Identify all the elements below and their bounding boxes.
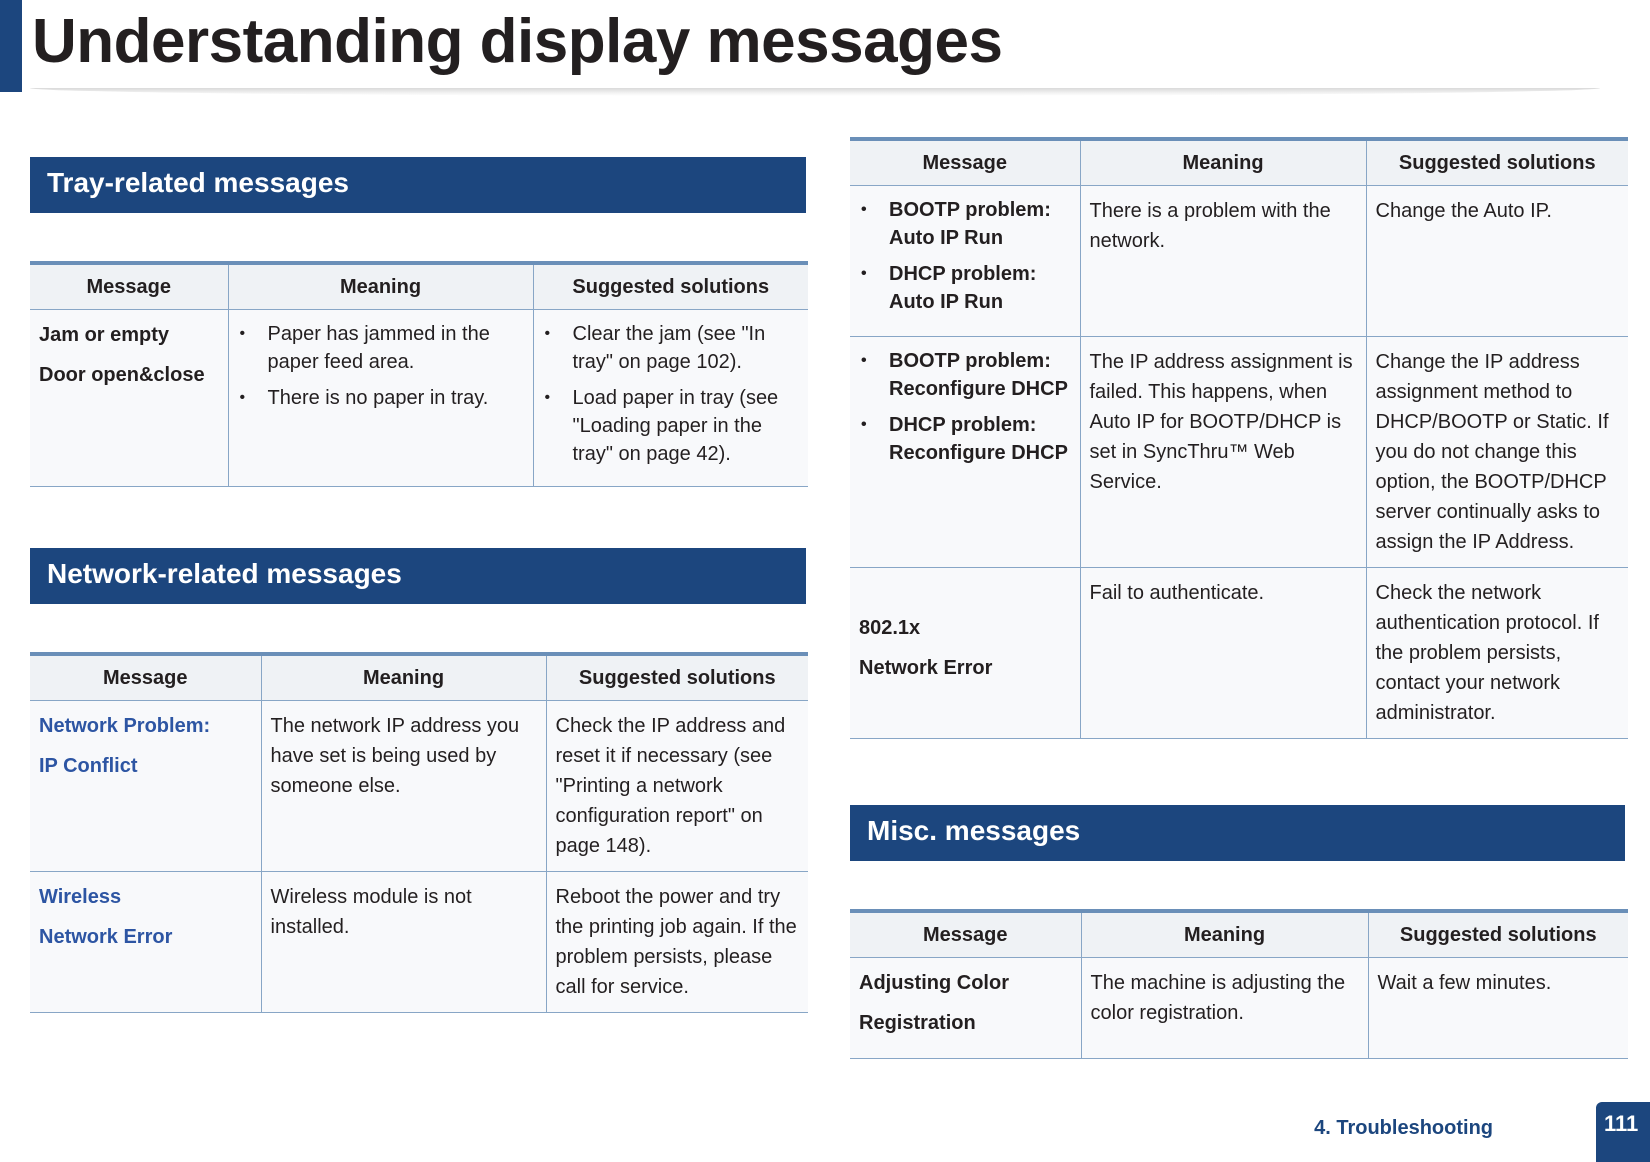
- table-header-row: Message Meaning Suggested solutions: [30, 654, 808, 701]
- column-header-message: Message: [850, 911, 1081, 958]
- message-sub: Auto IP Run: [889, 227, 1004, 249]
- solution-cell: Check the network authentication protoco…: [1365, 567, 1628, 739]
- table-row: Network Problem: IP Conflict The network…: [30, 700, 808, 872]
- message-cell: BOOTP problem: Reconfigure DHCP DHCP pro…: [850, 336, 1080, 568]
- table-header-row: Message Meaning Suggested solutions: [850, 911, 1628, 958]
- column-header-meaning: Meaning: [1079, 139, 1366, 186]
- column-header-solutions: Suggested solutions: [1365, 139, 1628, 186]
- message-cell: Jam or empty Door open&close: [30, 309, 228, 487]
- message-text: 802.1x: [859, 617, 921, 639]
- solution-cell: Check the IP address and reset it if nec…: [545, 700, 808, 872]
- message-link[interactable]: IP Conflict: [39, 755, 138, 777]
- message-cell: 802.1x Network Error: [850, 567, 1080, 739]
- message-sub: Auto IP Run: [889, 291, 1004, 313]
- solution-cell: Clear the jam (see "In tray" on page 102…: [532, 309, 808, 487]
- column-header-meaning: Meaning: [227, 263, 533, 310]
- message-item: BOOTP problem: Reconfigure DHCP: [859, 347, 1071, 403]
- footer-chapter-link[interactable]: 4. Troubleshooting: [1314, 1117, 1493, 1139]
- message-cell: BOOTP problem: Auto IP Run DHCP problem:…: [850, 185, 1080, 337]
- page-number-badge: 111: [1596, 1102, 1650, 1162]
- message-link[interactable]: Network Error: [39, 926, 173, 948]
- title-accent-bar: [0, 0, 22, 92]
- message-label: DHCP problem:: [889, 414, 1037, 436]
- page-title: Understanding display messages: [32, 7, 1003, 76]
- section-heading-tray: Tray-related messages: [30, 157, 806, 213]
- message-item: DHCP problem: Auto IP Run: [859, 260, 1071, 316]
- meaning-cell: There is a problem with the network.: [1079, 185, 1366, 337]
- table-row: Wireless Network Error Wireless module i…: [30, 871, 808, 1013]
- column-header-meaning: Meaning: [260, 654, 546, 701]
- message-cell: Adjusting Color Registration: [850, 957, 1081, 1059]
- network-messages-continued-table: Message Meaning Suggested solutions BOOT…: [850, 137, 1628, 739]
- message-item: BOOTP problem: Auto IP Run: [859, 196, 1071, 252]
- message-label: DHCP problem:: [889, 263, 1037, 285]
- message-label: BOOTP problem:: [889, 350, 1051, 372]
- table-row: Jam or empty Door open&close Paper has j…: [30, 309, 808, 487]
- message-text: Adjusting Color: [859, 972, 1009, 994]
- message-link[interactable]: Network Problem:: [39, 715, 211, 737]
- message-text: Registration: [859, 1012, 976, 1034]
- solution-cell: Change the Auto IP.: [1365, 185, 1628, 337]
- message-text: Network Error: [859, 657, 993, 679]
- column-header-message: Message: [30, 654, 261, 701]
- tray-messages-table: Message Meaning Suggested solutions Jam …: [30, 261, 808, 487]
- column-header-solutions: Suggested solutions: [545, 654, 808, 701]
- column-header-message: Message: [850, 139, 1080, 186]
- message-label: BOOTP problem:: [889, 199, 1051, 221]
- solution-cell: Wait a few minutes.: [1367, 957, 1628, 1059]
- solution-cell: Change the IP address assignment method …: [1365, 336, 1628, 568]
- column-header-solutions: Suggested solutions: [1367, 911, 1628, 958]
- meaning-cell: The machine is adjusting the color regis…: [1080, 957, 1368, 1059]
- column-header-message: Message: [30, 263, 228, 310]
- solution-item: Load paper in tray (see "Loading paper i…: [543, 384, 800, 468]
- message-sub: Reconfigure DHCP: [889, 378, 1068, 400]
- table-header-row: Message Meaning Suggested solutions: [850, 139, 1628, 186]
- column-header-solutions: Suggested solutions: [532, 263, 808, 310]
- meaning-cell: The IP address assignment is failed. Thi…: [1079, 336, 1366, 568]
- solution-cell: Reboot the power and try the printing jo…: [545, 871, 808, 1013]
- message-cell: Wireless Network Error: [30, 871, 261, 1013]
- message-text: Door open&close: [39, 364, 205, 386]
- message-link[interactable]: Wireless: [39, 886, 122, 908]
- meaning-cell: Wireless module is not installed.: [260, 871, 546, 1013]
- network-messages-table: Message Meaning Suggested solutions Netw…: [30, 652, 808, 1013]
- table-header-row: Message Meaning Suggested solutions: [30, 263, 808, 310]
- title-underline: [30, 88, 1600, 96]
- solution-item: Clear the jam (see "In tray" on page 102…: [543, 320, 800, 376]
- meaning-cell: Paper has jammed in the paper feed area.…: [227, 309, 533, 487]
- meaning-item: There is no paper in tray.: [238, 384, 524, 412]
- message-cell: Network Problem: IP Conflict: [30, 700, 261, 872]
- column-header-meaning: Meaning: [1080, 911, 1368, 958]
- table-row: 802.1x Network Error Fail to authenticat…: [850, 567, 1628, 739]
- misc-messages-table: Message Meaning Suggested solutions Adju…: [850, 909, 1628, 1059]
- meaning-cell: Fail to authenticate.: [1079, 567, 1366, 739]
- meaning-cell: The network IP address you have set is b…: [260, 700, 546, 872]
- meaning-item: Paper has jammed in the paper feed area.: [238, 320, 524, 376]
- table-row: Adjusting Color Registration The machine…: [850, 957, 1628, 1059]
- section-heading-misc: Misc. messages: [850, 805, 1625, 861]
- table-row: BOOTP problem: Reconfigure DHCP DHCP pro…: [850, 336, 1628, 568]
- message-sub: Reconfigure DHCP: [889, 442, 1068, 464]
- message-text: Jam or empty: [39, 324, 170, 346]
- message-item: DHCP problem: Reconfigure DHCP: [859, 411, 1071, 467]
- table-row: BOOTP problem: Auto IP Run DHCP problem:…: [850, 185, 1628, 337]
- section-heading-network: Network-related messages: [30, 548, 806, 604]
